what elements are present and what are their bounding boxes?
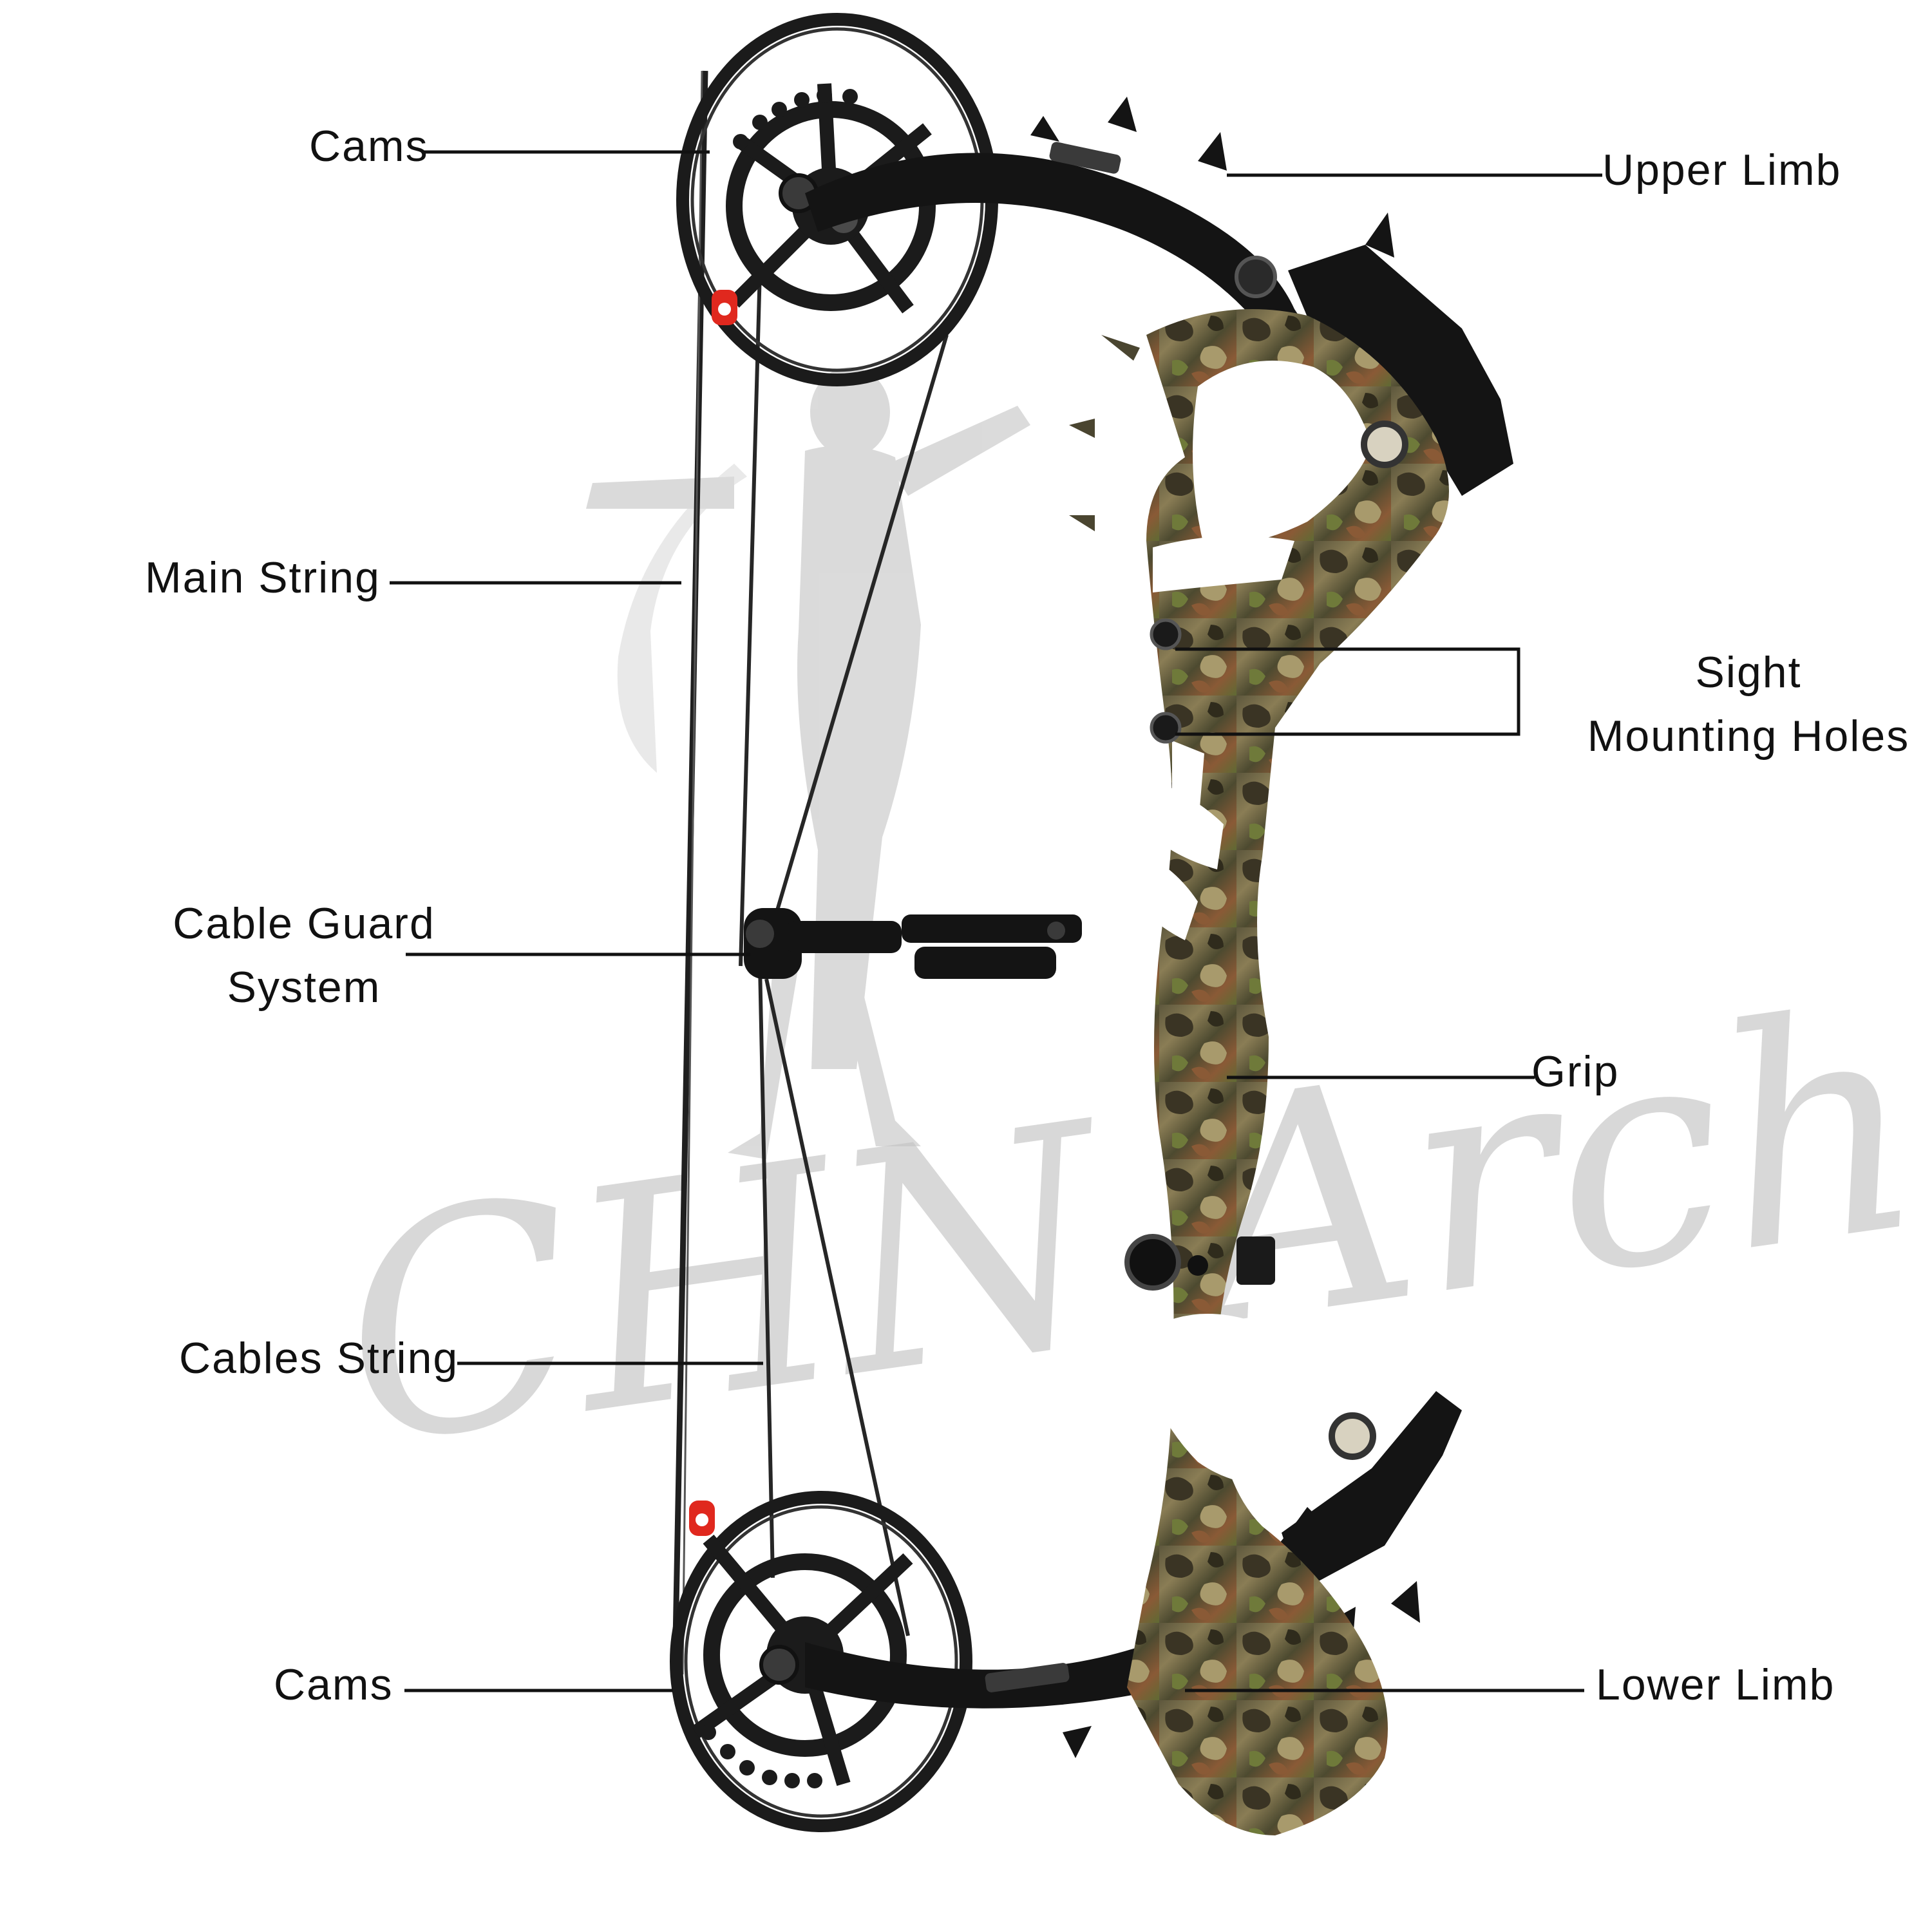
label-lower-limb: Lower Limb (1596, 1660, 1835, 1709)
sight-hole-upper (1150, 618, 1182, 650)
label-cams-bottom: Cams (274, 1660, 393, 1709)
label-sight-line-2: Mounting Holes (1587, 711, 1910, 761)
label-cable-guard-line-1: Cable Guard (173, 899, 435, 948)
leader-sight-mounting-holes (1175, 647, 1520, 736)
label-cable-guard-line-2: System (227, 962, 381, 1012)
upper-limb (805, 97, 1513, 496)
label-cams-top: Cams (309, 122, 429, 171)
riser (1069, 309, 1449, 1835)
watermark-text: CHN Archery (321, 875, 1932, 1513)
lower-limb-bolt (1329, 1412, 1376, 1460)
label-cables-string: Cables String (179, 1334, 459, 1383)
leader-lines (390, 150, 1602, 1692)
label-upper-limb: Upper Limb (1602, 146, 1842, 194)
archer-silhouette-watermark (586, 367, 1030, 1159)
sight-hole-lower (1150, 712, 1182, 744)
cables-string (739, 270, 949, 1636)
cable-guard (744, 908, 1082, 979)
label-grip: Grip (1531, 1047, 1620, 1096)
label-main-string: Main String (145, 553, 381, 602)
stabilizer-mount (1124, 1234, 1181, 1291)
label-cable-guard-system: Cable Guard System (169, 892, 439, 1019)
main-string (672, 70, 708, 1675)
label-sight-line-1: Sight (1695, 648, 1802, 697)
label-sight-mounting-holes: Sight Mounting Holes (1581, 641, 1916, 768)
upper-limb-bolt (1361, 421, 1408, 468)
